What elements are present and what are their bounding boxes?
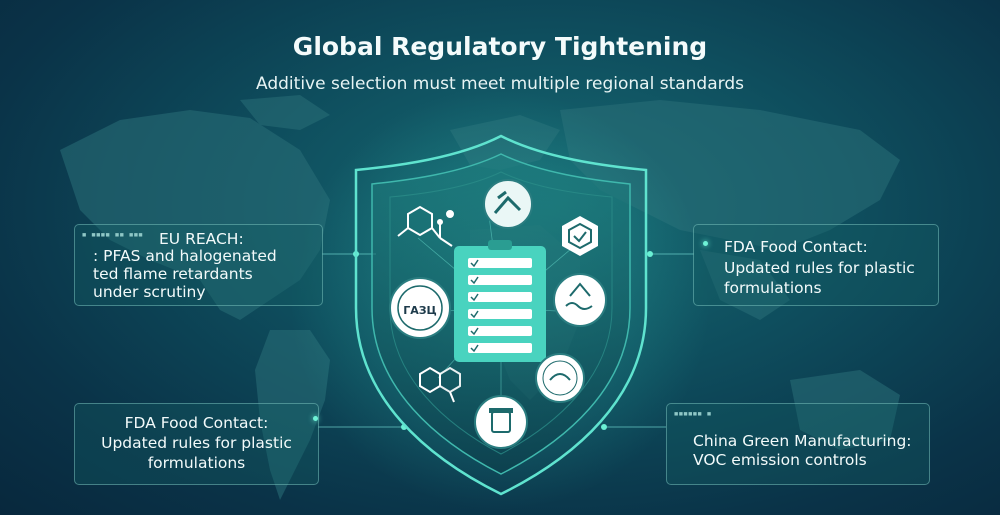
card-tag: ■ ■■■■ ■■ ■■■ [82, 232, 144, 240]
card-heading: FDA Food Contact: [724, 238, 868, 256]
compliance-emblem-icon [483, 179, 533, 229]
card-heading: EU REACH: [159, 230, 244, 248]
card-line: Updated rules for plastic [724, 259, 915, 277]
shield-outer [354, 134, 648, 496]
card-tag: ■■■■■■ ■ [674, 411, 712, 419]
card-line: VOC emission controls [693, 451, 867, 469]
card-line: formulations [724, 279, 822, 297]
molecule-icon [419, 366, 461, 403]
card-china-green-manufacturing: ■■■■■■ ■ China Green Manufacturing: VOC … [666, 403, 930, 485]
certification-seal-icon: ГАЗЦ [389, 277, 451, 339]
card-fda-food-contact-right: FDA Food Contact: Updated rules for plas… [693, 224, 939, 306]
card-line: formulations [147, 454, 246, 472]
card-eu-reach: ■ ■■■■ ■■ ■■■ EU REACH: : PFAS and halog… [74, 224, 323, 306]
molecule-icon [397, 205, 454, 247]
shield-badge-icon [562, 216, 598, 256]
card-indicator-dot [313, 416, 318, 421]
regulatory-shield: ГАЗЦ [354, 134, 648, 496]
card-heading: China Green Manufacturing: [693, 432, 912, 450]
checklist-clipboard-icon [454, 240, 546, 362]
card-line: ted flame retardants [93, 265, 253, 283]
card-line: Updated rules for plastic [101, 434, 292, 452]
card-line: : PFAS and halogenated [93, 247, 277, 265]
food-contact-seal-icon [535, 353, 585, 403]
card-line: under scrutiny [93, 283, 206, 301]
card-heading: FDA Food Contact: [124, 414, 269, 432]
water-seal-icon [553, 273, 607, 327]
page-subtitle: Additive selection must meet multiple re… [256, 74, 744, 94]
page-title: Global Regulatory Tightening [292, 32, 708, 61]
card-fda-food-contact-left: FDA Food Contact: Updated rules for plas… [74, 403, 319, 485]
seal-text: ГАЗЦ [403, 304, 437, 317]
lab-jar-seal-icon [474, 395, 528, 449]
card-indicator-dot [703, 241, 708, 246]
